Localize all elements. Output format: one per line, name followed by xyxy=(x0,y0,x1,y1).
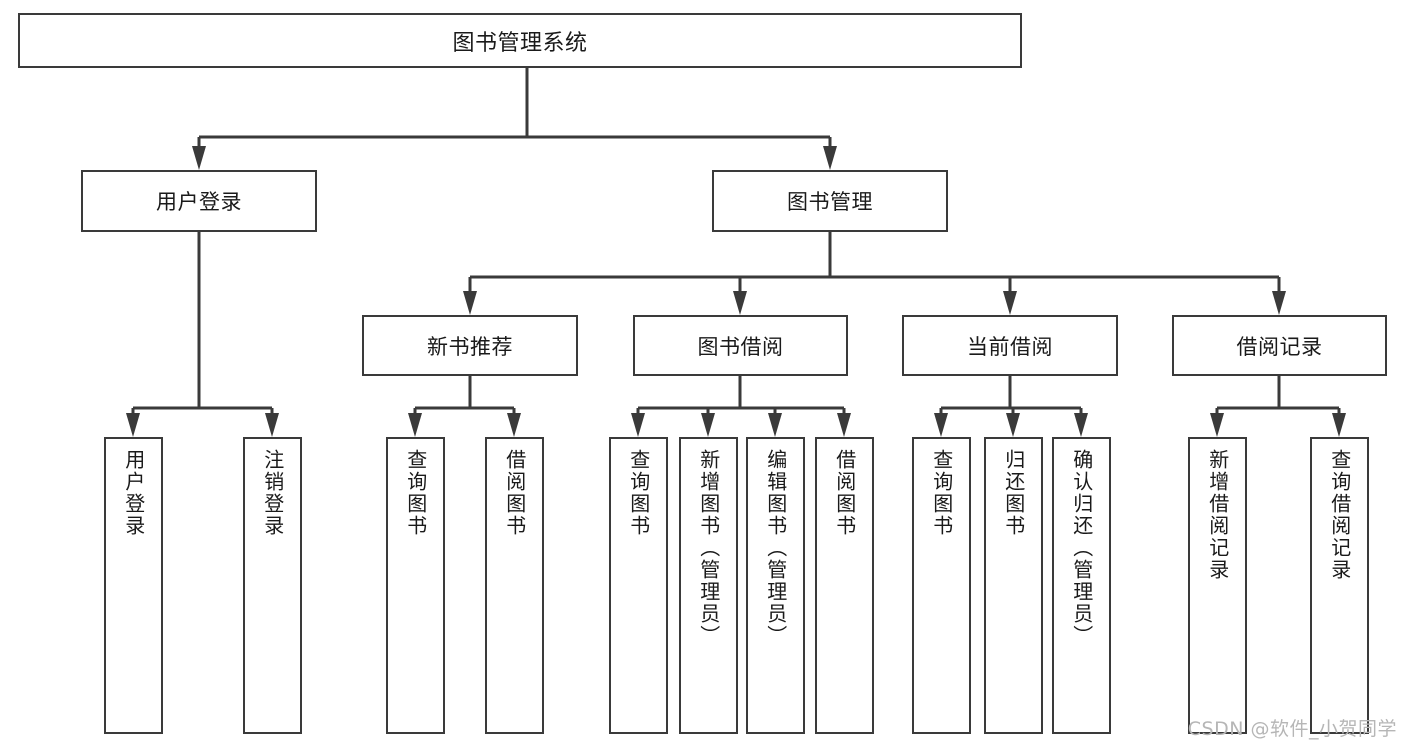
watermark: CSDN @软件_小贺同学 xyxy=(1187,718,1397,740)
node-leaf-return-book[interactable]: 归还图书 xyxy=(984,437,1043,734)
node-label: 用户登录 xyxy=(121,449,146,537)
node-label: 编辑图书（管理员） xyxy=(763,449,788,647)
node-current-borrow[interactable]: 当前借阅 xyxy=(902,315,1118,376)
arrow-head-icon xyxy=(1272,291,1286,315)
node-leaf-query-record[interactable]: 查询借阅记录 xyxy=(1310,437,1369,734)
node-book-borrow[interactable]: 图书借阅 xyxy=(633,315,848,376)
node-label: 图书借阅 xyxy=(697,334,784,359)
node-leaf-query-book-rec[interactable]: 查询图书 xyxy=(386,437,445,734)
arrow-head-icon xyxy=(934,413,948,437)
arrow-head-icon xyxy=(631,413,645,437)
node-label: 确认归还（管理员） xyxy=(1069,449,1094,647)
arrow-head-icon xyxy=(192,146,206,170)
node-label: 借阅图书 xyxy=(502,449,527,537)
node-leaf-user-login[interactable]: 用户登录 xyxy=(104,437,163,734)
node-label: 查询图书 xyxy=(626,449,651,537)
node-leaf-borrow-book-bor[interactable]: 借阅图书 xyxy=(815,437,874,734)
node-label: 图书管理 xyxy=(787,190,873,214)
arrow-head-icon xyxy=(1332,413,1346,437)
node-leaf-query-book-bor[interactable]: 查询图书 xyxy=(609,437,668,734)
node-user-login[interactable]: 用户登录 xyxy=(81,170,317,232)
node-label: 新书推荐 xyxy=(427,334,513,359)
arrow-head-icon xyxy=(265,413,279,437)
node-leaf-add-book[interactable]: 新增图书（管理员） xyxy=(679,437,738,734)
node-leaf-edit-book[interactable]: 编辑图书（管理员） xyxy=(746,437,805,734)
node-label: 归还图书 xyxy=(1001,449,1026,537)
node-label: 用户登录 xyxy=(156,190,242,214)
node-book-manage[interactable]: 图书管理 xyxy=(712,170,948,232)
arrow-head-icon xyxy=(408,413,422,437)
node-label: 新增借阅记录 xyxy=(1205,449,1230,581)
node-label: 新增图书（管理员） xyxy=(696,449,721,647)
arrow-head-icon xyxy=(768,413,782,437)
node-leaf-add-record[interactable]: 新增借阅记录 xyxy=(1188,437,1247,734)
node-leaf-borrow-book-rec[interactable]: 借阅图书 xyxy=(485,437,544,734)
arrow-head-icon xyxy=(126,413,140,437)
node-leaf-confirm-return[interactable]: 确认归还（管理员） xyxy=(1052,437,1111,734)
arrow-head-icon xyxy=(701,413,715,437)
node-label: 借阅记录 xyxy=(1236,334,1323,359)
arrow-head-icon xyxy=(733,291,747,315)
arrow-head-icon xyxy=(837,413,851,437)
arrow-head-icon xyxy=(1003,291,1017,315)
arrow-head-icon xyxy=(1210,413,1224,437)
node-label: 查询图书 xyxy=(403,449,428,537)
node-label: 借阅图书 xyxy=(832,449,857,537)
node-new-book-recommend[interactable]: 新书推荐 xyxy=(362,315,578,376)
node-label: 图书管理系统 xyxy=(452,30,588,56)
arrow-head-icon xyxy=(1074,413,1088,437)
node-root[interactable]: 图书管理系统 xyxy=(18,13,1022,68)
arrow-head-icon xyxy=(823,146,837,170)
node-borrow-record[interactable]: 借阅记录 xyxy=(1172,315,1387,376)
node-leaf-logout[interactable]: 注销登录 xyxy=(243,437,302,734)
arrow-head-icon xyxy=(1006,413,1020,437)
node-label: 当前借阅 xyxy=(967,334,1053,359)
arrow-head-icon xyxy=(507,413,521,437)
node-label: 查询借阅记录 xyxy=(1327,449,1352,581)
node-label: 查询图书 xyxy=(929,449,954,537)
node-leaf-query-book-cur[interactable]: 查询图书 xyxy=(912,437,971,734)
node-label: 注销登录 xyxy=(260,449,285,537)
arrow-head-icon xyxy=(463,291,477,315)
